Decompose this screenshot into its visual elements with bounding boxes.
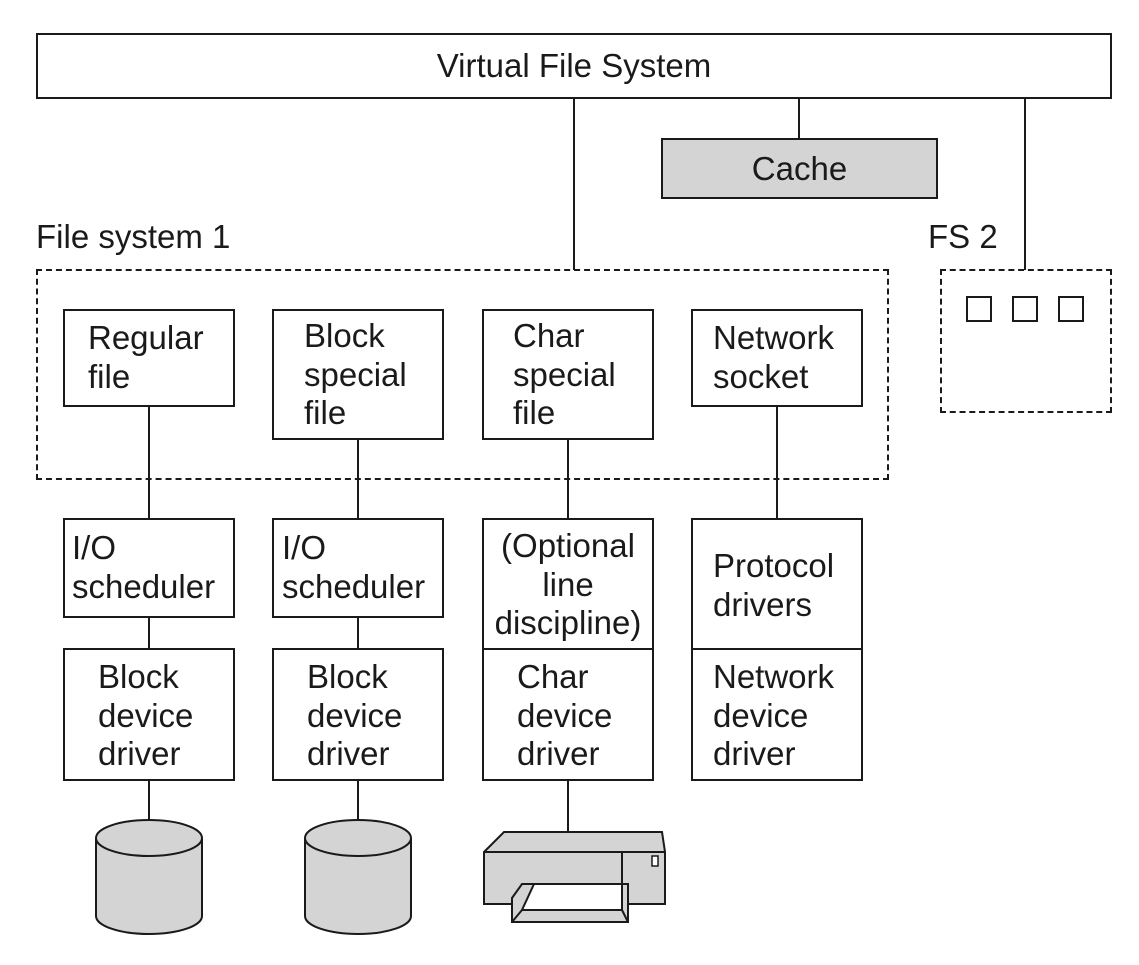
network-driver-label: Network device driver [713,658,835,772]
vfs-label: Virtual File System [436,47,712,84]
io-scheduler-1-box [63,518,235,618]
regular-file-box [63,309,235,407]
fs1-region [36,269,889,480]
fs2-item-square [1012,296,1038,322]
char-special-file-box [482,309,654,440]
printer-icon [483,831,666,923]
cache-label: Cache [751,150,848,187]
connector-line [148,781,150,821]
connector-line [567,440,569,519]
regular-file-label: Regular file [88,319,204,395]
char-special-file-label: Char special file [513,317,616,431]
io-scheduler-2-label: I/O scheduler [282,529,426,605]
char-driver-box [482,648,654,781]
connector-line [776,407,778,519]
connector-line [357,618,359,649]
protocol-drivers-label: Protocol drivers [713,547,835,623]
network-driver-box [691,648,863,781]
line-discipline-box [482,518,654,650]
connector-line [567,781,569,831]
fs2-item-square [966,296,992,322]
char-driver-label: Char device driver [517,658,613,772]
fs2-label: FS 2 [928,218,998,255]
block-driver-2-label: Block device driver [307,658,403,772]
vfs-box [36,33,1112,99]
fs2-region [940,269,1112,413]
disk-icon [304,819,412,935]
connector-line [357,440,359,519]
connector-line [357,781,359,821]
block-special-file-box [272,309,444,440]
disk-icon [95,819,203,935]
vfs-to-fs2-line [1024,99,1026,270]
block-driver-2-box [272,648,444,781]
network-socket-label: Network socket [713,319,835,395]
fs1-label: File system 1 [36,218,231,255]
io-scheduler-2-box [272,518,444,618]
protocol-drivers-box [691,518,863,650]
cache-box [661,138,938,199]
vfs-to-fs1-line [573,99,575,270]
network-socket-box [691,309,863,407]
block-driver-1-box [63,648,235,781]
vfs-to-cache-line [798,99,800,139]
io-scheduler-1-label: I/O scheduler [72,529,216,605]
block-special-file-label: Block special file [304,317,407,431]
block-driver-1-label: Block device driver [98,658,194,772]
connector-line [148,407,150,519]
connector-line [148,618,150,649]
fs2-item-square [1058,296,1084,322]
line-discipline-label: (Optional line discipline) [494,527,642,641]
